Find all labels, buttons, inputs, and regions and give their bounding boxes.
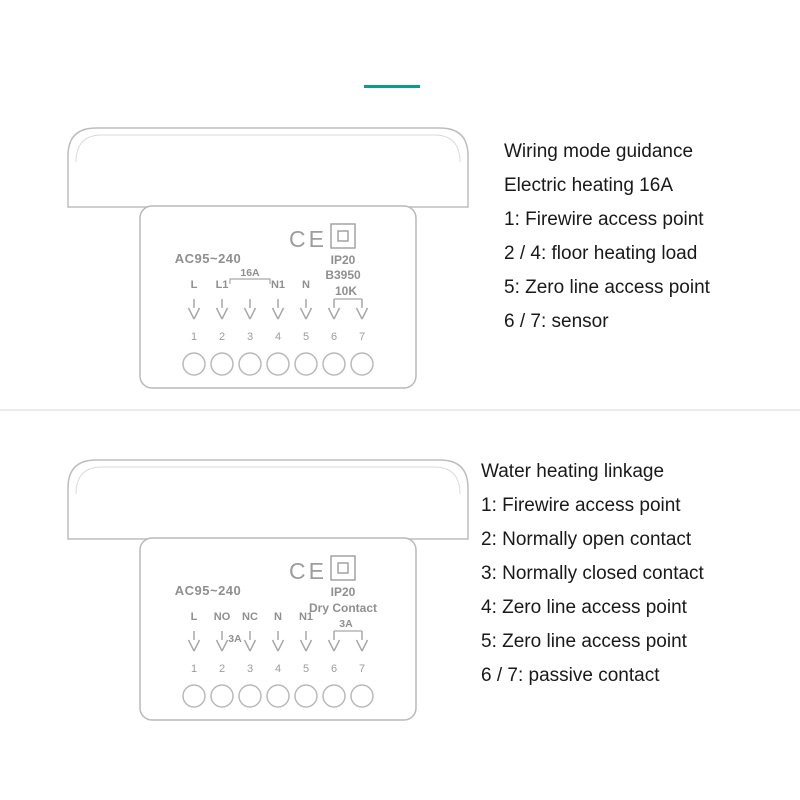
terminal-label: L <box>191 279 198 291</box>
electric-thermostat-diagram: AC95~240 CE IP20 B3950 10K L L1 N1 N 16A… <box>67 127 469 389</box>
terminal-number: 3 <box>247 663 253 675</box>
info-line: 1: Firewire access point <box>481 495 681 516</box>
terminal-number: 7 <box>359 663 365 675</box>
water-heating-info: Water heating linkage 1: Firewire access… <box>481 461 704 699</box>
terminal-numbers: 1 2 3 4 5 6 7 <box>191 331 365 343</box>
voltage-label: AC95~240 <box>175 251 242 266</box>
info-heading: Water heating linkage <box>481 461 665 482</box>
info-line: 5: Zero line access point <box>481 631 687 652</box>
terminal-number: 1 <box>191 331 197 343</box>
sensor-value-label: 10K <box>335 284 357 298</box>
terminal-label: N1 <box>299 611 313 623</box>
info-line: 6 / 7: passive contact <box>481 665 660 686</box>
info-line: 1: Firewire access point <box>504 209 704 230</box>
contact-rating-right-label: 3A <box>339 618 353 630</box>
class2-insulation-icon <box>330 223 356 249</box>
terminal-label: N1 <box>271 279 285 291</box>
info-heading: Wiring mode guidance <box>504 141 694 162</box>
terminal-holes <box>182 684 374 708</box>
contact-rating-mid-label: 3A <box>228 633 242 645</box>
info-line: 2 / 4: floor heating load <box>504 243 698 264</box>
ip-rating-label: IP20 <box>331 585 356 599</box>
water-thermostat-diagram: AC95~240 CE IP20 Dry Contact L NO NC N N… <box>67 459 469 721</box>
section-divider <box>0 409 800 411</box>
terminal-number: 5 <box>303 331 309 343</box>
terminal-label: NO <box>214 611 231 623</box>
info-line: 4: Zero line access point <box>481 597 687 618</box>
terminal-number: 4 <box>275 331 281 343</box>
terminal-label: NC <box>242 611 258 623</box>
electric-heating-info: Wiring mode guidance Electric heating 16… <box>504 141 710 345</box>
info-line: 6 / 7: sensor <box>504 311 609 332</box>
terminal-label: N <box>302 279 310 291</box>
terminal-number: 2 <box>219 663 225 675</box>
terminal-number: 7 <box>359 331 365 343</box>
terminal-number: 6 <box>331 663 337 675</box>
device-outline <box>67 127 469 389</box>
ip-rating-label: IP20 <box>331 253 356 267</box>
terminal-number: 3 <box>247 331 253 343</box>
info-heading: Electric heating 16A <box>504 175 673 196</box>
load-rating-bracket <box>229 278 271 284</box>
terminal-number: 2 <box>219 331 225 343</box>
terminal-label: L <box>191 611 198 623</box>
sensor-model-label: B3950 <box>325 268 361 282</box>
voltage-label: AC95~240 <box>175 583 242 598</box>
info-line: 5: Zero line access point <box>504 277 710 298</box>
terminal-number: 4 <box>275 663 281 675</box>
terminal-number: 5 <box>303 663 309 675</box>
info-line: 3: Normally closed contact <box>481 563 704 584</box>
terminal-label: L1 <box>216 279 229 291</box>
terminal-number: 1 <box>191 663 197 675</box>
dry-contact-label: Dry Contact <box>309 601 377 615</box>
accent-dash <box>364 85 420 88</box>
terminal-label: N <box>274 611 282 623</box>
device-outline <box>67 459 469 721</box>
terminal-labels: L L1 N1 N <box>191 279 310 291</box>
info-line: 2: Normally open contact <box>481 529 692 550</box>
terminal-numbers: 1 2 3 4 5 6 7 <box>191 663 365 675</box>
terminal-holes <box>182 352 374 376</box>
terminal-labels: L NO NC N N1 <box>191 611 313 623</box>
ce-mark: CE <box>289 226 327 252</box>
terminal-number: 6 <box>331 331 337 343</box>
class2-insulation-icon <box>330 555 356 581</box>
ce-mark: CE <box>289 558 327 584</box>
load-rating-label: 16A <box>240 267 260 279</box>
